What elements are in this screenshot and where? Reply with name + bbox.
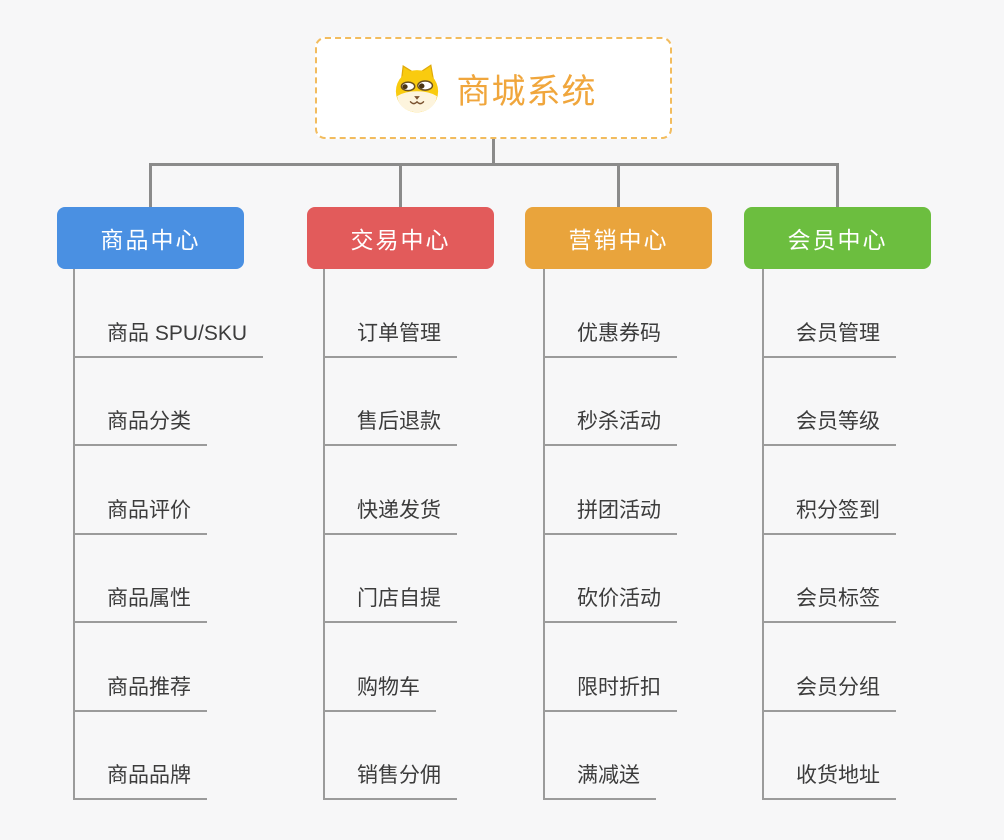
children-member-center: 会员管理 会员等级 积分签到 会员标签 会员分组 收货地址 bbox=[762, 269, 896, 800]
child-topic[interactable]: 会员分组 bbox=[764, 623, 896, 712]
connector-bus bbox=[149, 163, 839, 166]
branch-node-product-center[interactable]: 商品中心 bbox=[57, 207, 244, 269]
children-product-center: 商品 SPU/SKU 商品分类 商品评价 商品属性 商品推荐 商品品牌 bbox=[73, 269, 264, 800]
child-topic[interactable]: 积分签到 bbox=[764, 446, 896, 535]
child-topic[interactable]: 商品推荐 bbox=[75, 623, 263, 712]
child-topic[interactable]: 砍价活动 bbox=[545, 535, 677, 623]
child-topic[interactable]: 会员标签 bbox=[764, 535, 896, 623]
child-topic[interactable]: 会员等级 bbox=[764, 358, 896, 446]
doge-icon bbox=[391, 61, 443, 115]
root-node[interactable]: 商城系统 bbox=[315, 37, 672, 139]
branch-label: 交易中心 bbox=[350, 227, 451, 253]
connector-drop-member bbox=[836, 163, 839, 207]
child-topic[interactable]: 会员管理 bbox=[764, 269, 896, 358]
branch-node-member-center[interactable]: 会员中心 bbox=[744, 207, 931, 269]
child-topic[interactable]: 快递发货 bbox=[325, 446, 457, 535]
branch-label: 商品中心 bbox=[100, 227, 201, 253]
branch-label: 营销中心 bbox=[568, 227, 669, 253]
child-topic[interactable]: 销售分佣 bbox=[325, 712, 457, 800]
children-trade-center: 订单管理 售后退款 快递发货 门店自提 购物车 销售分佣 bbox=[323, 269, 457, 800]
child-topic[interactable]: 秒杀活动 bbox=[545, 358, 677, 446]
child-topic[interactable]: 满减送 bbox=[545, 712, 677, 800]
child-topic[interactable]: 订单管理 bbox=[325, 269, 457, 358]
connector-drop-marketing bbox=[617, 163, 620, 207]
child-topic[interactable]: 优惠券码 bbox=[545, 269, 677, 358]
connector-drop-product bbox=[149, 163, 152, 207]
child-topic[interactable]: 商品评价 bbox=[75, 446, 263, 535]
child-topic[interactable]: 门店自提 bbox=[325, 535, 457, 623]
child-topic[interactable]: 收货地址 bbox=[764, 712, 896, 800]
children-marketing-center: 优惠券码 秒杀活动 拼团活动 砍价活动 限时折扣 满减送 bbox=[543, 269, 677, 800]
child-topic[interactable]: 购物车 bbox=[325, 623, 457, 712]
child-topic[interactable]: 商品属性 bbox=[75, 535, 263, 623]
root-title: 商城系统 bbox=[456, 72, 597, 111]
child-topic[interactable]: 限时折扣 bbox=[545, 623, 677, 712]
branch-node-trade-center[interactable]: 交易中心 bbox=[307, 207, 494, 269]
branch-node-marketing-center[interactable]: 营销中心 bbox=[525, 207, 712, 269]
child-topic[interactable]: 商品品牌 bbox=[75, 712, 263, 800]
branch-label: 会员中心 bbox=[787, 227, 888, 253]
child-topic[interactable]: 售后退款 bbox=[325, 358, 457, 446]
child-topic[interactable]: 商品分类 bbox=[75, 358, 263, 446]
connector-root-stub bbox=[492, 139, 495, 163]
child-topic[interactable]: 商品 SPU/SKU bbox=[75, 269, 264, 358]
connector-drop-trade bbox=[399, 163, 402, 207]
child-topic[interactable]: 拼团活动 bbox=[545, 446, 677, 535]
